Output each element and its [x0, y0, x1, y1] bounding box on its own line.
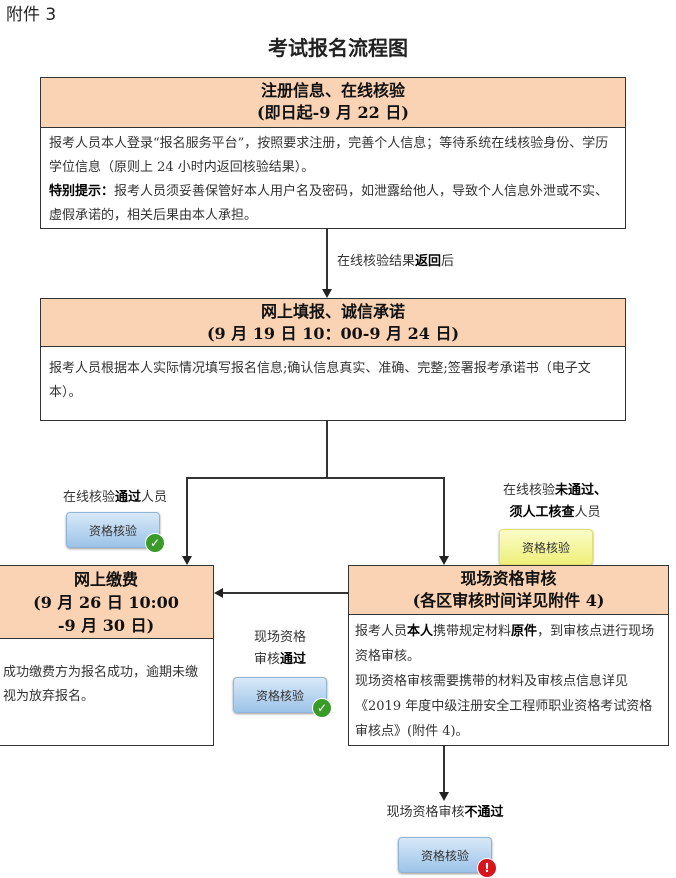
- check-icon: ✓: [312, 698, 332, 718]
- connector: [186, 477, 444, 479]
- verify-badge: 资格核验 ✓: [66, 512, 165, 553]
- label-line: 现场资格: [253, 630, 306, 645]
- step-date: -9 月 30 日): [57, 616, 155, 635]
- step-date: (9 月 19 日 10：00-9 月 24 日): [206, 324, 460, 343]
- arrow-left-icon: [214, 588, 223, 598]
- desc-text: ，到审核点进行现场资格审核。: [355, 624, 655, 664]
- connector: [443, 746, 445, 794]
- special-tip: 特别提示：报考人员须妥善保管好本人用户名及密码，如泄露给他人，导致个人信息外泄或…: [49, 180, 617, 228]
- step-date: (9 月 26 日 10:00: [33, 593, 179, 612]
- badge-label: 资格核验: [420, 848, 469, 863]
- label-emphasis: 未通过、: [555, 483, 608, 498]
- connector: [326, 229, 328, 291]
- label-emphasis: 不通过: [464, 805, 504, 820]
- desc-paragraph: 报考人员本人携带规定材料原件，到审核点进行现场资格审核。: [355, 619, 662, 669]
- step-onsite-header: 现场资格审核 (各区审核时间详见附件 4): [349, 566, 668, 615]
- error-icon: !: [477, 858, 497, 878]
- label-text: 后: [441, 254, 455, 269]
- badge-label: 资格核验: [88, 523, 137, 538]
- step-register-body: 报考人员本人登录“报名服务平台”，按照要求注册，完善个人信息；等待系统在线核验身…: [41, 128, 625, 232]
- label-text: 在线核验: [502, 483, 555, 498]
- connector: [326, 421, 328, 478]
- label-line: 在线核验未通过、: [470, 480, 640, 502]
- desc-text: 报考人员: [355, 624, 408, 639]
- badge-label: 资格核验: [521, 540, 570, 555]
- desc-emphasis: 本人: [407, 624, 434, 639]
- step-desc: 报考人员根据本人实际情况填写报名信息;确认信息真实、准确、完整;签署报考承诺书（…: [49, 361, 591, 400]
- arrow-down-icon: [439, 556, 449, 565]
- label-emphasis: 通过: [280, 652, 307, 667]
- label-text: 在线核验结果: [337, 254, 416, 269]
- connector: [220, 592, 348, 594]
- step-fill-header: 网上填报、诚信承诺 (9 月 19 日 10：00-9 月 24 日): [41, 299, 625, 347]
- step-title: 网上填报、诚信承诺: [260, 302, 405, 321]
- step-desc: 成功缴费方为报名成功，逾期未缴视为放弃报名。: [3, 665, 199, 704]
- label-emphasis: 返回: [415, 254, 442, 269]
- step-title: 现场资格审核: [460, 569, 557, 588]
- manual-check-label: 在线核验未通过、须人工核查人员: [470, 480, 640, 524]
- label-text: 现场资格审核: [386, 805, 465, 820]
- step-desc: 报考人员本人登录“报名服务平台”，按照要求注册，完善个人信息；等待系统在线核验身…: [49, 136, 609, 175]
- verify-badge-pending: 资格核验: [499, 529, 593, 565]
- connector: [443, 477, 445, 557]
- label-text: 在线核验: [62, 490, 115, 505]
- arrow-down-icon: [182, 556, 192, 565]
- verify-badge-failed: 资格核验!: [398, 837, 497, 878]
- desc-emphasis: 原件: [511, 624, 538, 639]
- step-onsite: 现场资格审核 (各区审核时间详见附件 4) 报考人员本人携带规定材料原件，到审核点…: [348, 565, 669, 746]
- check-icon: ✓: [145, 533, 165, 553]
- label-text: 人员: [574, 505, 601, 520]
- step-payment-header: 网上缴费 (9 月 26 日 10:00 -9 月 30 日): [0, 566, 213, 639]
- desc-paragraph: 现场资格审核需要携带的材料及审核点信息详见《2019 年度中级注册安全工程师职业…: [355, 674, 653, 739]
- step-register: 注册信息、在线核验 (即日起-9 月 22 日) 报考人员本人登录“报名服务平台…: [40, 77, 626, 229]
- step-title: 注册信息、在线核验: [260, 81, 405, 100]
- badge-label: 资格核验: [255, 688, 304, 703]
- arrow-down-icon: [322, 289, 332, 298]
- pass-label: 在线核验通过人员: [40, 487, 190, 509]
- attachment-label: 附件 3: [6, 5, 57, 25]
- verify-badge: 资格核验 ✓: [233, 677, 332, 718]
- label-text: 审核: [253, 652, 280, 667]
- label-line: 审核通过: [240, 649, 320, 671]
- connector: [186, 477, 188, 557]
- step-date: (各区审核时间详见附件 4): [412, 591, 605, 610]
- step-register-header: 注册信息、在线核验 (即日起-9 月 22 日): [41, 78, 625, 128]
- step-desc: 报考人员本人携带规定材料原件，到审核点进行现场资格审核。 现场资格审核需要携带的…: [349, 615, 668, 748]
- page-title: 考试报名流程图: [268, 36, 408, 60]
- onsite-pass-label: 现场资格审核通过: [240, 627, 320, 671]
- label-emphasis: 通过: [114, 490, 141, 505]
- label-line: 须人工核查人员: [470, 502, 640, 524]
- step-title: 网上缴费: [73, 570, 138, 589]
- desc-text: 携带规定材料: [433, 624, 512, 639]
- step-fill: 网上填报、诚信承诺 (9 月 19 日 10：00-9 月 24 日) 报考人员…: [40, 298, 626, 421]
- tip-label: 特别提示：: [49, 184, 115, 199]
- label-emphasis: 须人工核查: [509, 505, 575, 520]
- tip-text: 报考人员须妥善保管好本人用户名及密码，如泄露给他人，导致个人信息外泄或不实、虚假…: [49, 184, 609, 223]
- arrow-label: 在线核验结果返回后: [337, 251, 454, 273]
- step-date: (即日起-9 月 22 日): [257, 103, 409, 122]
- step-payment: 网上缴费 (9 月 26 日 10:00 -9 月 30 日) 成功缴费方为报名成功…: [0, 565, 214, 746]
- onsite-fail-label: 现场资格审核不通过: [360, 802, 530, 824]
- label-text: 人员: [141, 490, 168, 505]
- arrow-down-icon: [439, 792, 449, 801]
